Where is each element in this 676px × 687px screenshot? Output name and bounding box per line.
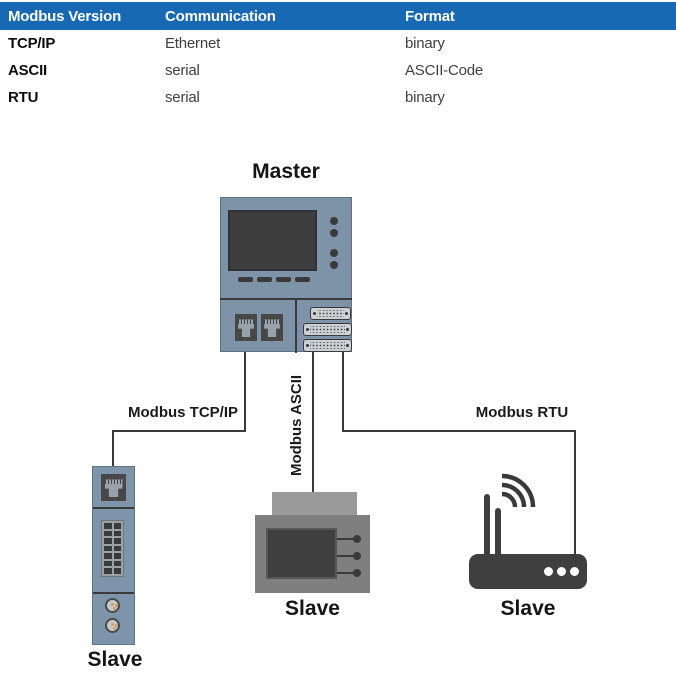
master-port-divider [295,298,297,353]
circular-connector-icon [105,598,120,613]
rj45-pins [264,319,280,325]
master-label: Master [252,160,320,183]
router-led-dot [570,567,579,576]
terminal-block-icon [101,520,124,577]
cell-version: ASCII [8,62,48,79]
master-screen [228,210,317,271]
indicator-dot [330,249,338,257]
serial-port-icon [303,339,352,352]
router-antenna [484,494,490,555]
hmi-button-dot [353,569,361,577]
master-section-divider [220,298,352,300]
indicator-dot [330,261,338,269]
rtu-line-segment [342,430,576,432]
serial-port-icon [303,323,352,336]
gateway-slave-device [92,466,135,645]
indicator-dot [330,217,338,225]
master-device [220,197,352,353]
ethernet-port-icon [101,474,126,501]
serial-pins [317,310,344,317]
rtu-line-segment [342,352,344,432]
cell-version: TCP/IP [8,35,56,52]
hmi-wire [337,538,357,540]
ethernet-port-icon [261,314,283,341]
router-led-dot [544,567,553,576]
circular-connector-icon [105,618,120,633]
ascii-connection-label: Modbus ASCII [288,374,305,476]
hmi-wire [337,572,357,574]
function-key-dash [257,277,272,282]
hmi-button-dot [353,552,361,560]
router-slave-label: Slave [500,597,556,620]
hmi-button-dot [353,535,361,543]
serial-port-icon [310,307,351,320]
router-slave-device [469,554,587,589]
serial-pins [310,326,345,333]
router-led-dot [557,567,566,576]
serial-pins [310,342,345,349]
header-modbus-version: Modbus Version [8,7,122,25]
tcpip-line-segment [112,430,114,466]
indicator-dot [330,229,338,237]
cell-communication: serial [165,62,200,79]
function-key-dash [295,277,310,282]
gateway-section-divider [93,507,134,509]
hmi-back-panel [272,492,357,516]
rj45-pins [238,319,254,325]
hmi-wire [337,555,357,557]
tcpip-line-segment [112,430,246,432]
hmi-slave-label: Slave [285,597,340,620]
ethernet-port-icon [235,314,257,341]
wifi-signal-icon [501,473,536,508]
table-row: TCP/IP Ethernet binary [0,30,676,57]
table-header-row: Modbus Version Communication Format [0,2,676,30]
cell-version: RTU [8,89,39,106]
function-key-dash [276,277,291,282]
table-row: ASCII serial ASCII-Code [0,57,676,84]
cell-format: binary [405,89,445,106]
function-key-dash [238,277,253,282]
cell-communication: serial [165,89,200,106]
cell-communication: Ethernet [165,35,221,52]
router-antenna [495,508,501,555]
rtu-connection-label: Modbus RTU [475,404,569,421]
cell-format: ASCII-Code [405,62,484,79]
rj45-pins [104,479,123,485]
modbus-version-table: Modbus Version Communication Format TCP/… [0,2,676,111]
cell-format: binary [405,35,445,52]
header-format: Format [405,7,455,25]
table-row: RTU serial binary [0,84,676,111]
tcpip-connection-label: Modbus TCP/IP [128,404,238,421]
ascii-line-segment [312,352,314,492]
rtu-line-segment [574,430,576,555]
gateway-slave-label: Slave [87,648,143,671]
hmi-slave-device [255,515,370,593]
gateway-section-divider [93,592,134,594]
tcpip-line-segment [244,352,246,432]
hmi-screen [266,528,337,579]
header-communication: Communication [165,7,276,25]
